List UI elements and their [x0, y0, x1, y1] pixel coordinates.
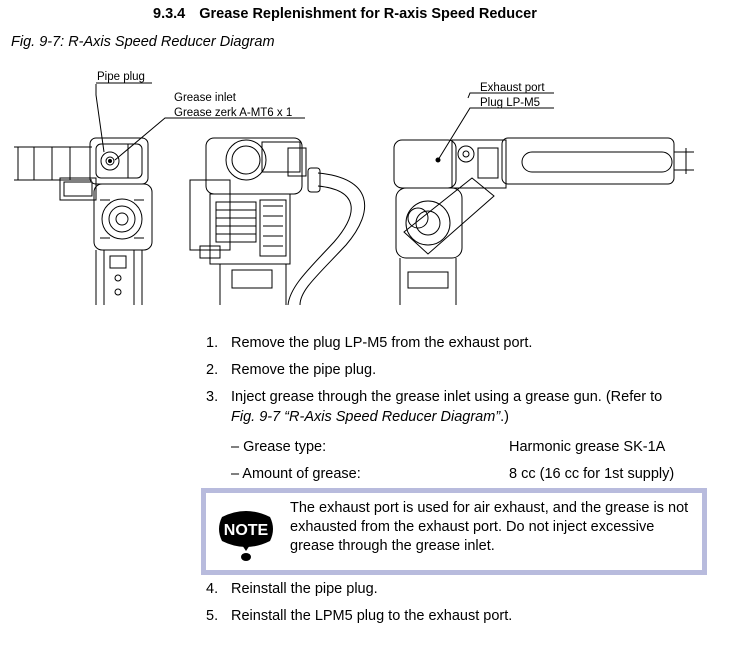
- section-number: 9.3.4: [153, 6, 186, 22]
- diagram-illustration: Pipe plug Grease inlet Grease zerk A-MT6…: [14, 71, 694, 305]
- section-title: Grease Replenishment for R-axis Speed Re…: [199, 6, 537, 22]
- callout-grease-zerk: Grease zerk A-MT6 x 1: [174, 107, 292, 119]
- step-text: Reinstall the pipe plug.: [231, 581, 378, 597]
- spec-amount: – Amount of grease: 8 cc (16 cc for 1st …: [206, 464, 726, 491]
- step-text-tail: .): [500, 409, 510, 425]
- figure-reference-link[interactable]: Fig. 9-7 “R-Axis Speed Reducer Diagram”: [231, 409, 501, 425]
- callout-plug-lp-m5: Plug LP-M5: [480, 97, 540, 109]
- step-3: 3. Inject grease through the grease inle…: [206, 387, 726, 437]
- spec-value: Harmonic grease SK-1A: [509, 439, 666, 455]
- spec-value: 8 cc (16 cc for 1st supply): [509, 466, 675, 482]
- procedure-steps: 1. Remove the plug LP-M5 from the exhaus…: [206, 333, 726, 491]
- procedure-steps-continued: 4. Reinstall the pipe plug. 5. Reinstall…: [206, 579, 726, 633]
- step-reference-line: Fig. 9-7 “R-Axis Speed Reducer Diagram”.…: [231, 407, 509, 427]
- step-1: 1. Remove the plug LP-M5 from the exhaus…: [206, 333, 726, 360]
- section-heading: 9.3.4 Grease Replenishment for R-axis Spe…: [153, 6, 537, 22]
- left-view: [14, 137, 153, 305]
- note-box: NOTE The exhaust port is used for air ex…: [201, 488, 707, 575]
- step-number: 4.: [206, 581, 219, 597]
- callout-exhaust-port: Exhaust port: [480, 82, 545, 94]
- step-number: 3.: [206, 389, 219, 405]
- r-axis-reducer-diagram: Pipe plug Grease inlet Grease zerk A-MT6…: [0, 60, 746, 305]
- figure-caption: Fig. 9-7: R-Axis Speed Reducer Diagram: [11, 34, 275, 50]
- step-4: 4. Reinstall the pipe plug.: [206, 579, 726, 606]
- svg-text:NOTE: NOTE: [224, 522, 269, 539]
- right-view: [393, 137, 694, 305]
- note-text: The exhaust port is used for air exhaust…: [290, 500, 689, 554]
- step-number: 2.: [206, 362, 219, 378]
- callout-pipe-plug: Pipe plug: [97, 71, 145, 83]
- step-text: Remove the pipe plug.: [231, 362, 377, 378]
- step-text: Reinstall the LPM5 plug to the exhaust p…: [231, 608, 513, 624]
- step-number: 1.: [206, 335, 219, 351]
- step-text: Inject grease through the grease inlet u…: [231, 389, 663, 405]
- note-icon: NOTE: [219, 511, 273, 561]
- spec-grease-type: – Grease type: Harmonic grease SK-1A: [206, 437, 726, 464]
- spec-label: – Amount of grease:: [231, 466, 361, 482]
- step-2: 2. Remove the pipe plug.: [206, 360, 726, 387]
- callout-grease-inlet: Grease inlet: [174, 92, 237, 104]
- spec-label: – Grease type:: [231, 439, 327, 455]
- step-5: 5. Reinstall the LPM5 plug to the exhaus…: [206, 606, 726, 633]
- middle-view: [189, 137, 366, 305]
- step-text: Remove the plug LP-M5 from the exhaust p…: [231, 335, 533, 351]
- step-number: 5.: [206, 608, 219, 624]
